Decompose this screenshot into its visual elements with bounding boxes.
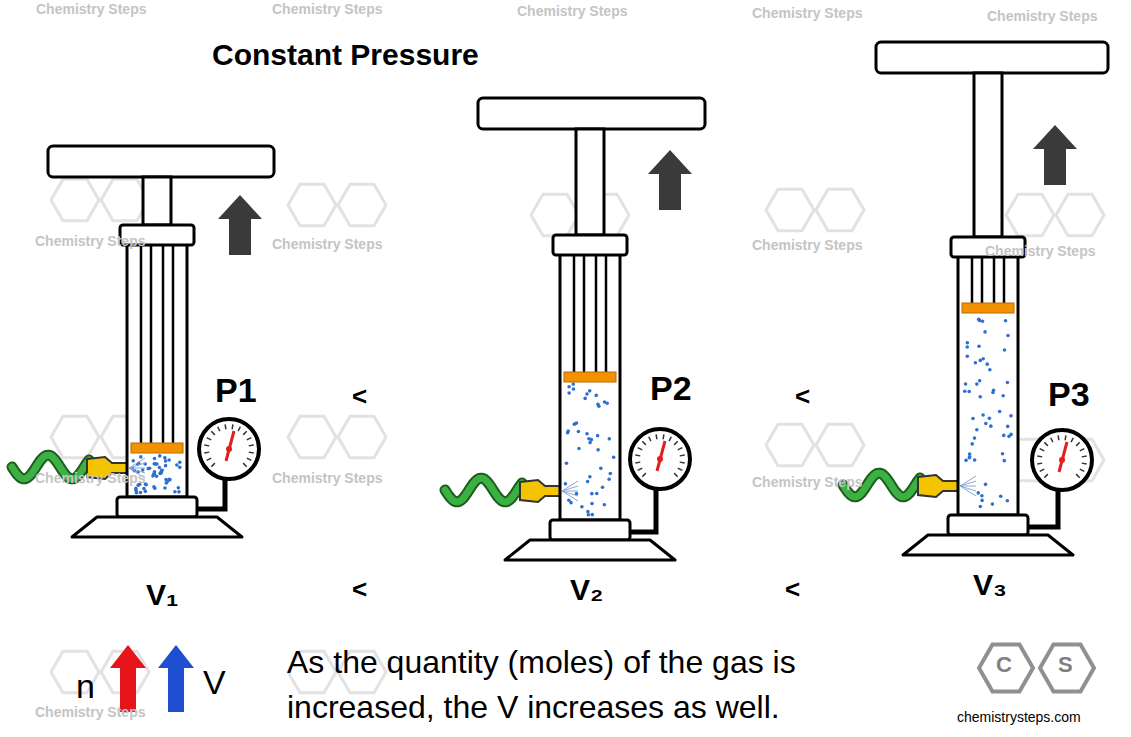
diagram-caption: As the quantity (moles) of the gas is in… [287,640,947,730]
watermark: Chemistry Steps [35,471,145,486]
watermark-hexagon [816,189,864,231]
diagram-title: Constant Pressure [212,38,479,71]
watermark: Chemistry Steps [272,237,382,252]
watermark-hexagon [1056,194,1104,236]
volume-label: V₂ [570,573,603,606]
watermark-hexagon [766,424,814,466]
website-url: chemistrysteps.com [957,710,1081,725]
pump [12,146,274,537]
trend-arrow [110,645,146,712]
watermark: Chemistry Steps [36,2,146,17]
logo-letter: C [996,653,1012,677]
watermark-hexagon [338,416,386,458]
up-arrow [218,195,262,255]
watermark-hexagon [288,416,336,458]
comparison-sign: < [352,575,367,604]
watermark: Chemistry Steps [272,471,382,486]
watermark: Chemistry Steps [752,6,862,21]
watermark: Chemistry Steps [985,244,1095,259]
watermark-hexagon [531,194,579,236]
comparison-sign: < [795,382,810,411]
comparison-sign: < [352,382,367,411]
volume-symbol: V [203,664,226,701]
watermark-hexagon [1006,194,1054,236]
watermark: Chemistry Steps [517,4,627,19]
pressure-label: P1 [215,372,257,409]
up-arrow [648,150,692,210]
watermark-hexagon [51,179,99,221]
watermark: Chemistry Steps [752,475,862,490]
volume-label: V₁ [146,578,178,611]
trend-arrow [158,645,194,712]
logo-letter: S [1058,653,1073,677]
pump [843,42,1108,555]
logo-hexagon [1040,645,1094,692]
watermark-hexagons [51,179,1104,693]
logo-hexagon [979,645,1033,692]
pump [445,98,705,560]
watermark-hexagon [288,184,336,226]
watermark-hexagon [51,416,99,458]
watermark-hexagon [766,189,814,231]
watermark-hexagon [338,184,386,226]
moles-symbol: n [76,668,95,705]
comparison-sign: < [785,575,800,604]
watermark-hexagon [816,424,864,466]
watermark: Chemistry Steps [35,234,145,249]
up-arrow [1033,125,1077,185]
volume-label: V₃ [973,568,1007,601]
watermark: Chemistry Steps [752,238,862,253]
pressure-label: P2 [650,370,692,407]
watermark: Chemistry Steps [35,705,145,720]
watermark: Chemistry Steps [987,9,1097,24]
watermark: Chemistry Steps [272,2,382,17]
pressure-label: P3 [1048,376,1090,413]
